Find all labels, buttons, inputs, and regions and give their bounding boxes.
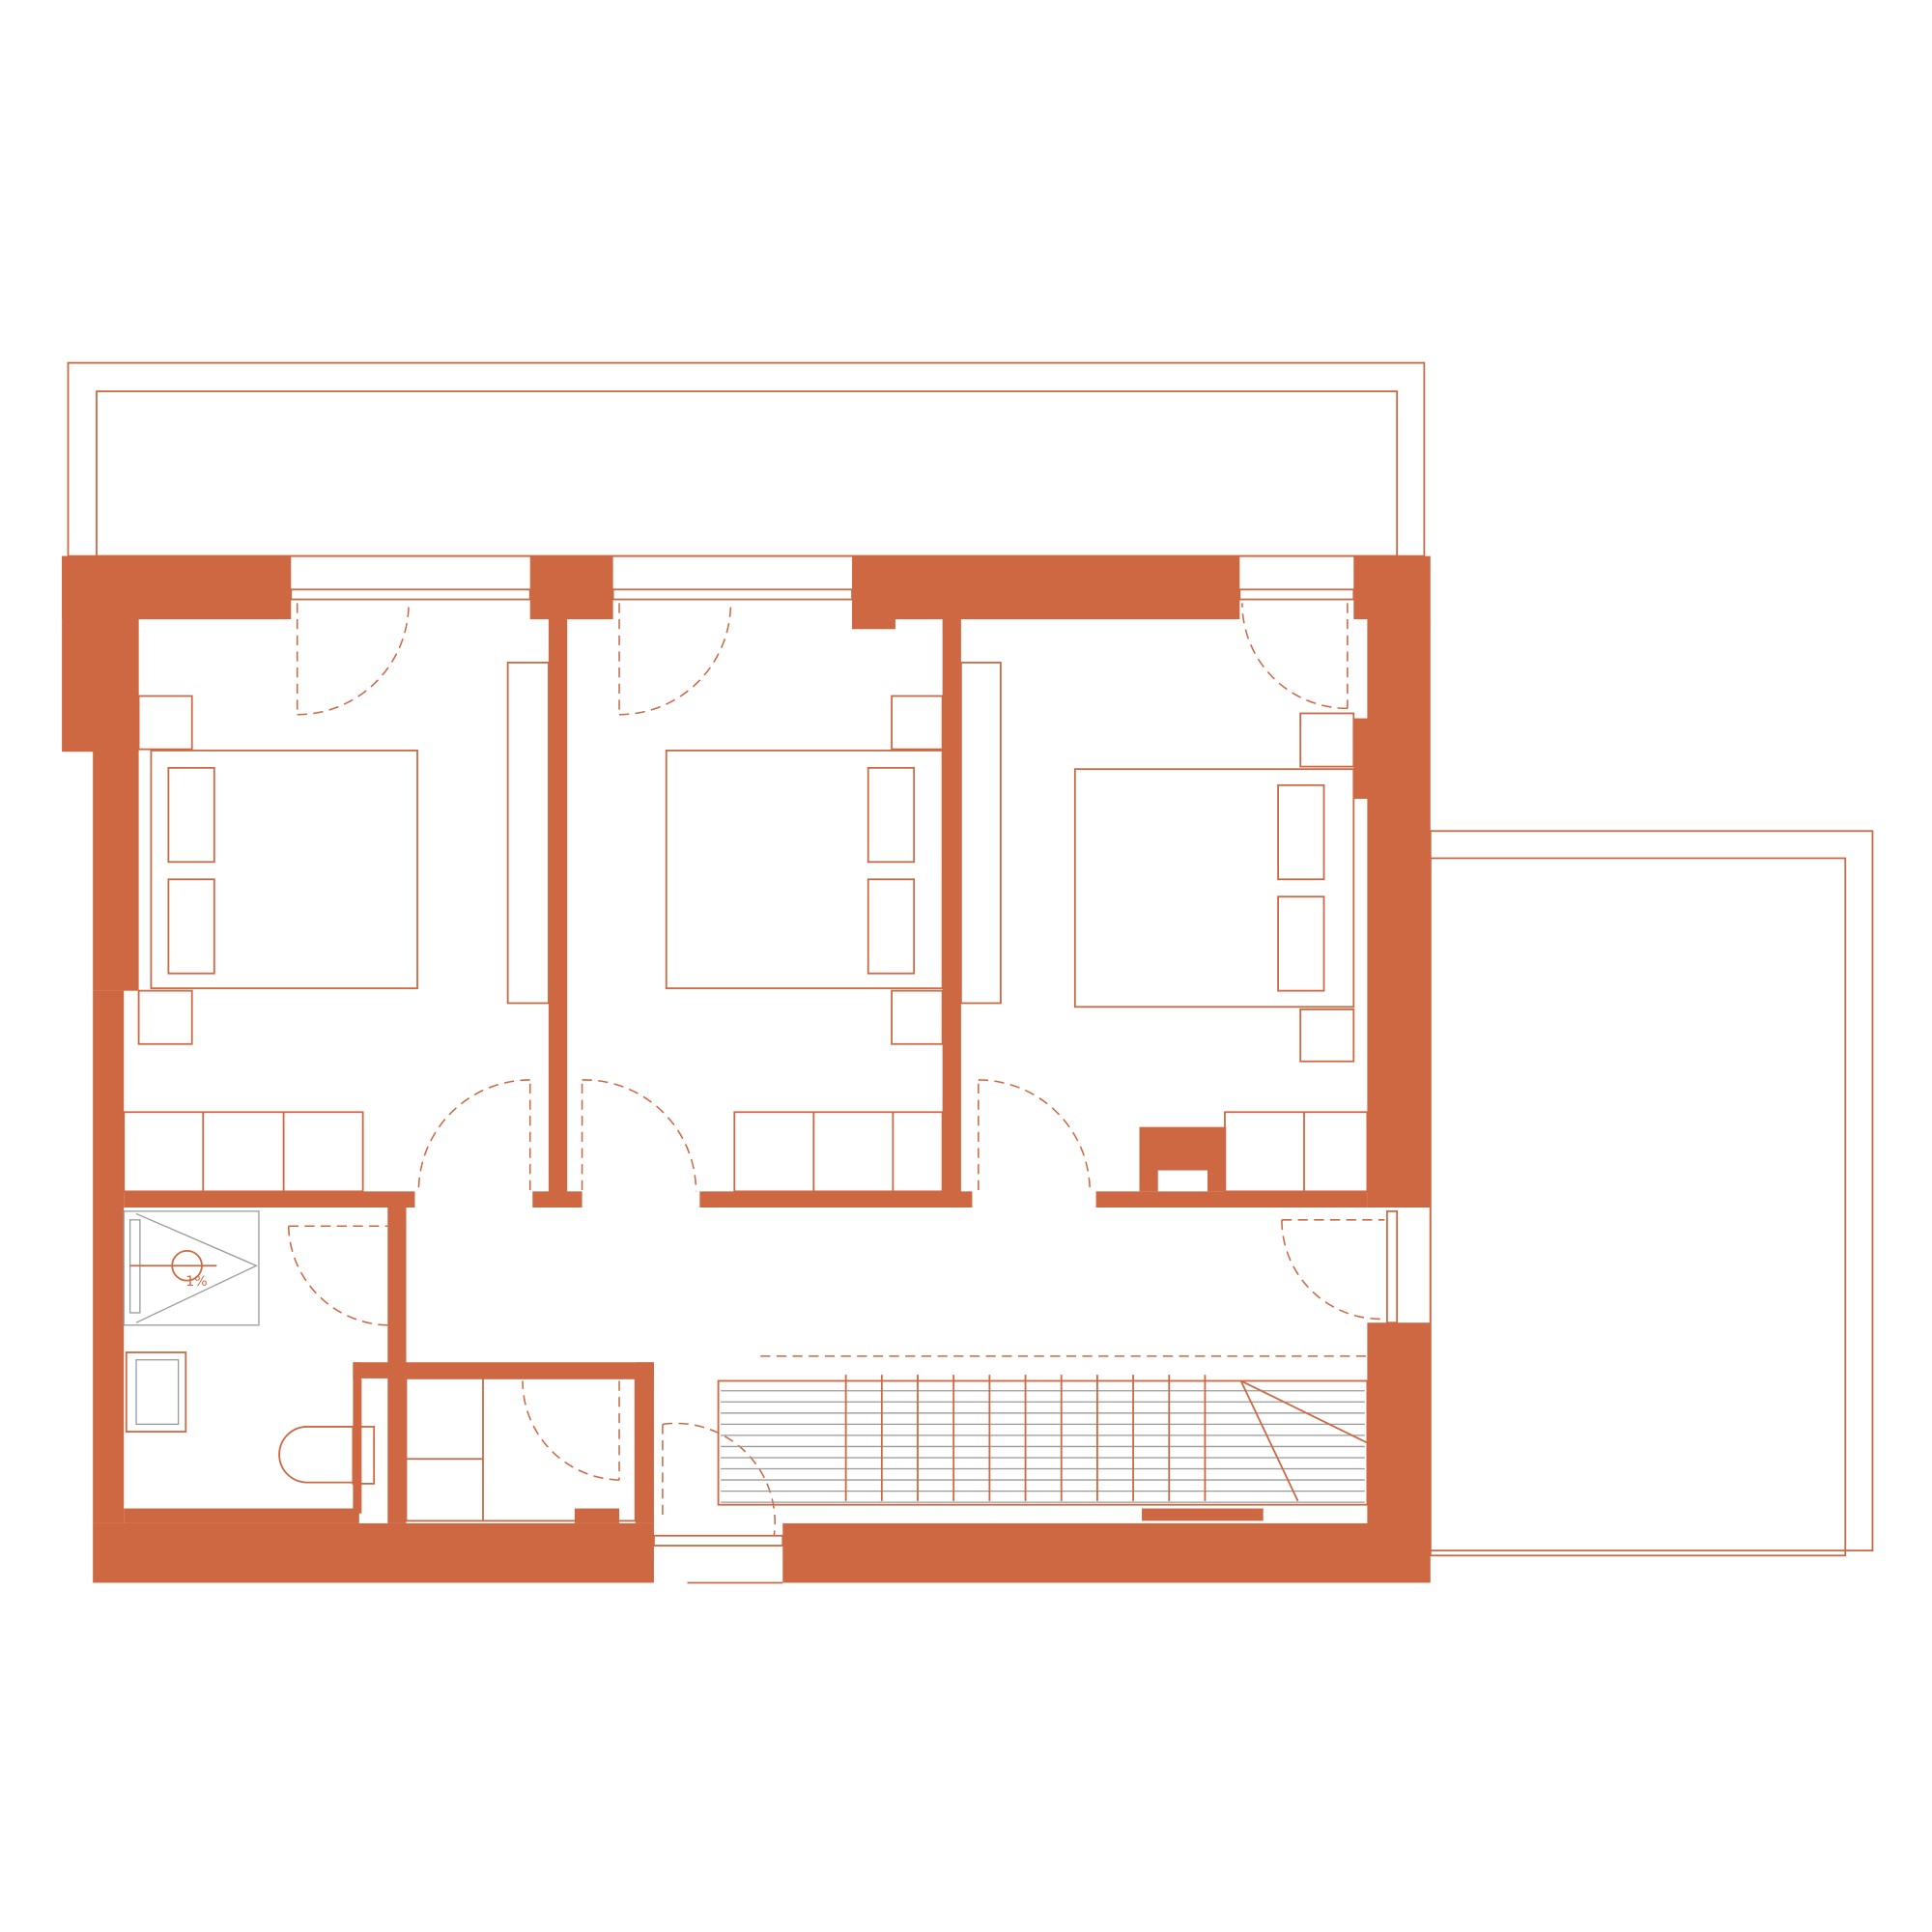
pillow (167, 878, 215, 975)
pillow (167, 766, 215, 864)
drain-icon (171, 1249, 203, 1282)
bed (665, 750, 944, 989)
doors (287, 603, 1385, 1536)
bedroom-3-furniture (1073, 712, 1369, 1193)
right-balcony-inner (1429, 857, 1847, 1557)
bedroom-2-furniture (665, 662, 1002, 1193)
nightstand (1299, 1008, 1355, 1063)
walls (62, 555, 1431, 1583)
cabinet (123, 1111, 364, 1193)
bedroom-1-furniture (123, 662, 550, 1193)
cabinet (733, 1111, 944, 1193)
sink (125, 1351, 187, 1433)
nightstand (891, 989, 944, 1045)
pillow (867, 878, 916, 975)
balconies (67, 361, 1874, 1557)
toilet (278, 1426, 355, 1484)
nightstand (891, 695, 944, 751)
nightstand (137, 989, 193, 1045)
shower-slope-label: 1% (185, 1274, 207, 1290)
cabinet (1224, 1111, 1369, 1193)
windows (290, 588, 1399, 1584)
wardrobe (506, 662, 550, 1005)
bathroom: 1% (123, 1210, 637, 1522)
bed (1073, 768, 1355, 1009)
bed (150, 750, 418, 989)
wardrobe (959, 662, 1002, 1005)
nightstand (1299, 712, 1355, 768)
top-balcony-inner (96, 390, 1399, 557)
pillow (867, 766, 916, 864)
staircase (717, 1355, 1369, 1506)
nightstand (137, 695, 193, 751)
pillow (1277, 783, 1325, 881)
shower (123, 1210, 260, 1326)
pillow (1277, 895, 1325, 992)
right-balcony-outer (1429, 830, 1874, 1552)
storage (405, 1378, 637, 1522)
